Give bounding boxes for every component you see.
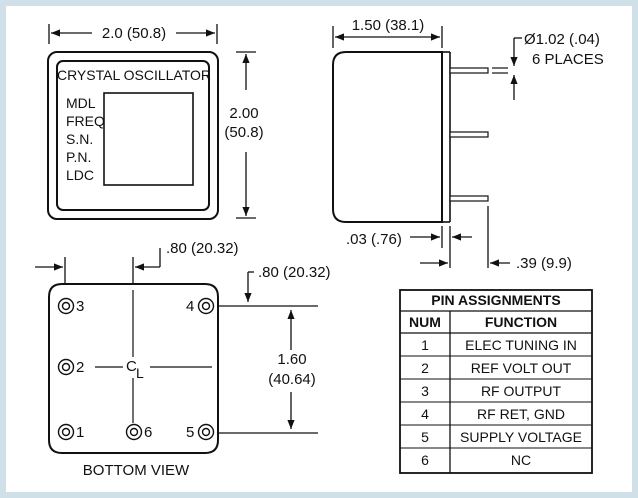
front-height-dim-1: 2.00	[229, 105, 258, 122]
table-row-6-num: 6	[421, 452, 429, 468]
table-row-6-function: NC	[511, 452, 531, 468]
pin-label-2: 2	[76, 359, 84, 376]
label-sn: S.N.	[66, 131, 93, 147]
bottom-pin-6: 6	[125, 423, 152, 441]
pin-label-6: 6	[144, 424, 152, 441]
label-mdl: MDL	[66, 95, 96, 111]
table-row-4-num: 4	[421, 406, 429, 422]
side-width-dim: 1.50 (38.1)	[352, 17, 425, 34]
side-pins	[449, 67, 489, 202]
side-view: 1.50 (38.1) Ø1.02 (.04) 6 PLACES .03 (.7…	[332, 17, 604, 272]
centerline-c: C	[126, 358, 137, 375]
bottom-pin-4: 4	[186, 297, 215, 315]
pin-label-5: 5	[186, 424, 194, 441]
pin-label-4: 4	[186, 298, 194, 315]
table-row-1-function: ELEC TUNING IN	[465, 337, 577, 353]
bottom-view-caption: BOTTOM VIEW	[83, 462, 190, 479]
bottom-pin-2: 2	[57, 358, 84, 376]
side-offset-dim: .03 (.76)	[346, 231, 402, 248]
pin-label-1: 1	[76, 424, 84, 441]
front-view: 2.0 (50.8) CRYSTAL OSCILLATOR MDL FREQ S…	[47, 24, 264, 220]
label-pn: P.N.	[66, 149, 91, 165]
pin-diameter-dim: Ø1.02 (.04)	[524, 31, 600, 48]
centerline-l: L	[136, 365, 144, 381]
label-ldc: LDC	[66, 167, 94, 183]
table-row-1-num: 1	[421, 337, 429, 353]
table-row-3-function: RF OUTPUT	[481, 383, 562, 399]
bottom-view: .80 (20.32) .80 (20.32) 1.60 (40.64) C L…	[35, 240, 331, 479]
bottom-h-offset-dim: .80 (20.32)	[166, 240, 239, 257]
front-width-dim: 2.0 (50.8)	[102, 25, 166, 42]
bottom-height-dim-1: 1.60	[277, 351, 306, 368]
front-height-dim-2: (50.8)	[224, 124, 263, 141]
pin-count-note: 6 PLACES	[532, 51, 604, 68]
table-row-3-num: 3	[421, 383, 429, 399]
table-row-5-num: 5	[421, 429, 429, 445]
bottom-height-dim-2: (40.64)	[268, 371, 316, 388]
bottom-v-offset-dim: .80 (20.32)	[258, 264, 331, 281]
bottom-pin-5: 5	[186, 423, 215, 441]
table-header-num: NUM	[409, 314, 441, 330]
pin-assignments-table: PIN ASSIGNMENTS NUM FUNCTION 1 ELEC TUNI…	[399, 289, 593, 474]
table-row-2-num: 2	[421, 360, 429, 376]
bottom-pin-3: 3	[57, 297, 84, 315]
pin-length-dim: .39 (9.9)	[516, 255, 572, 272]
table-header-function: FUNCTION	[485, 314, 557, 330]
oscillator-title: CRYSTAL OSCILLATOR	[57, 67, 211, 83]
label-freq: FREQ	[66, 113, 105, 129]
table-row-5-function: SUPPLY VOLTAGE	[460, 429, 582, 445]
table-title: PIN ASSIGNMENTS	[431, 292, 560, 308]
pin-label-3: 3	[76, 298, 84, 315]
bottom-pin-1: 1	[57, 423, 84, 441]
label-window	[103, 92, 194, 186]
table-row-2-function: REF VOLT OUT	[471, 360, 572, 376]
table-row-4-function: RF RET, GND	[477, 406, 565, 422]
